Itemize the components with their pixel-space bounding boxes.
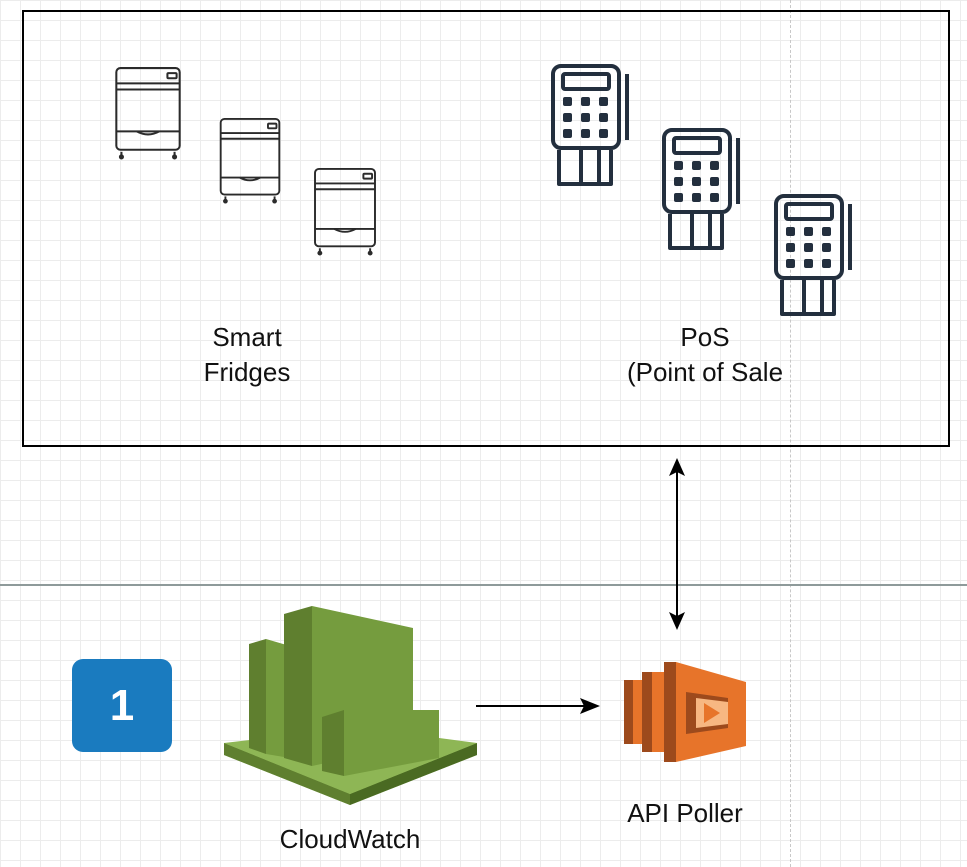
step-number-badge: 1 bbox=[72, 659, 172, 752]
pos-terminal-icon[interactable] bbox=[774, 194, 856, 318]
smart-fridge-icon[interactable] bbox=[114, 66, 182, 160]
vertical-guide-line bbox=[790, 0, 791, 867]
cloudwatch-label: CloudWatch bbox=[279, 824, 421, 854]
aws-cloudwatch-icon[interactable] bbox=[224, 606, 477, 806]
pos-terminal-icon[interactable] bbox=[551, 64, 633, 188]
pos-label: PoS (Point of Sale bbox=[626, 322, 784, 387]
api-poller-label: API Poller bbox=[627, 798, 743, 828]
smart-fridge-icon[interactable] bbox=[218, 117, 282, 204]
cloudwatch-to-poller-arrow[interactable] bbox=[474, 694, 604, 718]
smart-fridge-icon[interactable] bbox=[313, 167, 377, 256]
pos-terminal-icon[interactable] bbox=[662, 128, 744, 252]
aws-lambda-icon[interactable] bbox=[624, 658, 746, 766]
horizontal-divider-line bbox=[0, 584, 967, 586]
bidirectional-connector-arrow[interactable] bbox=[662, 456, 692, 632]
smart-fridges-label: Smart Fridges bbox=[203, 322, 291, 387]
devices-group-box[interactable] bbox=[22, 10, 950, 447]
